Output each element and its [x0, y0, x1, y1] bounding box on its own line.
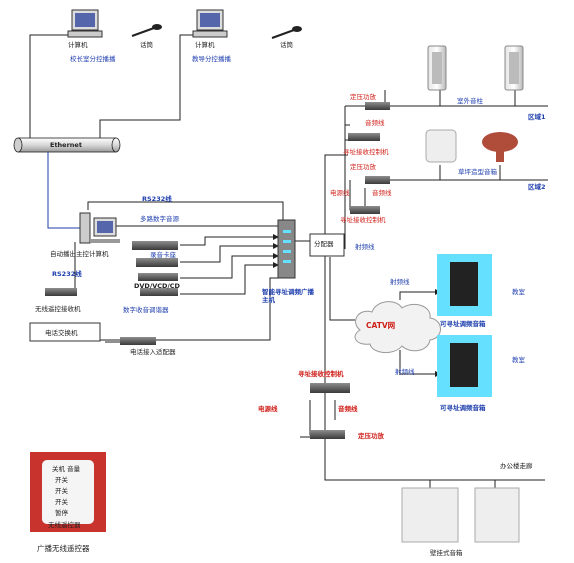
- remote-caption: 广播无线遥控器: [37, 544, 90, 553]
- catv-cloud: [354, 301, 441, 353]
- pc-icon-1: [67, 9, 103, 38]
- ethernet-pipe: [13, 137, 121, 153]
- rf-line3-label: 射频线: [395, 368, 415, 376]
- audio-line2-label: 音频线: [372, 189, 392, 197]
- lan-wires: [29, 34, 203, 150]
- amplifiers-and-controllers: [310, 102, 390, 439]
- outdoor-speaker-label: 室外音柱: [457, 97, 483, 105]
- lawn-speaker-label: 草坪造型音箱: [458, 168, 497, 176]
- remote-button-2: 开关: [55, 476, 68, 484]
- pc-icon-2: [192, 9, 228, 38]
- pc1-label: 计算机: [68, 41, 88, 49]
- remote-button-5: 暂停: [55, 509, 68, 517]
- wall-speaker-label: 壁挂式音箱: [430, 549, 463, 557]
- rs232-top-label: RS232线: [142, 195, 172, 203]
- zone-wires-lower: [300, 400, 496, 492]
- pc2-label: 计算机: [195, 41, 215, 49]
- multi-audio-label: 多路数字音源: [140, 215, 179, 223]
- phone-switch-box: [29, 322, 101, 342]
- receiver-caption: 无线遥控接收机: [35, 305, 81, 313]
- outdoor-column-speakers: [427, 45, 524, 91]
- classroom1-label: 教室: [512, 288, 525, 296]
- classroom2-label: 教室: [512, 356, 525, 364]
- wall-speakers: [401, 487, 520, 543]
- source-label-1: 录音卡座: [150, 251, 176, 259]
- splitter-label: 分配器: [314, 240, 334, 248]
- mic-icon-2: [271, 26, 302, 39]
- catv-wires: [329, 257, 441, 377]
- audio-source-devices: [45, 241, 178, 345]
- host-caption: 智能寻址调频广播主机: [262, 288, 314, 304]
- amp1-label: 定压功放: [350, 93, 376, 101]
- remote-bottom-label: 无线遥控器: [48, 521, 81, 529]
- source-label-2: DVD/VCD/CD: [134, 282, 180, 290]
- catv-label: CATV网: [366, 321, 396, 330]
- rs232-bottom-label: RS232线: [52, 270, 82, 278]
- source-label-3: 数字收音调谐器: [123, 306, 169, 314]
- power-line3-label: 电源线: [258, 405, 278, 413]
- amp2-label: 定压功放: [350, 163, 376, 171]
- lawn-speakers: [425, 129, 518, 163]
- office-building-label: 办公楼走廊: [500, 462, 533, 470]
- host-input-wires: [68, 201, 284, 343]
- audio-line3-label: 音频线: [338, 405, 358, 413]
- main-pc-icon: [79, 212, 120, 244]
- zone1-label: 区域1: [528, 113, 546, 121]
- lan-drop-wire: [47, 152, 80, 229]
- ethernet-label: Ethernet: [50, 141, 82, 149]
- pc1-caption: 校长室分控播播: [70, 55, 116, 63]
- splitter-box: [309, 233, 345, 257]
- addr-speaker2-label: 可寻址调频音箱: [440, 404, 486, 412]
- mic2-label: 话筒: [280, 41, 293, 49]
- power-line-label: 电源线: [330, 189, 350, 197]
- addr-speaker1-label: 可寻址调频音箱: [440, 320, 486, 328]
- ctrl3-label: 寻址接收控制机: [298, 370, 344, 378]
- ctrl2-label: 寻址接收控制机: [340, 216, 386, 224]
- rf-line2-label: 射频线: [390, 278, 410, 286]
- classroom-speakers: [437, 254, 492, 397]
- rf-line1-label: 射频线: [355, 243, 375, 251]
- remote-button-4: 开关: [55, 498, 68, 506]
- zone2-label: 区域2: [528, 183, 546, 191]
- amp3-label: 定压功放: [358, 432, 384, 440]
- mic1-label: 话筒: [140, 41, 153, 49]
- remote-button-3: 开关: [55, 487, 68, 495]
- ctrl1-label: 寻址接收控制机: [343, 148, 389, 156]
- audio-line1-label: 音频线: [365, 119, 385, 127]
- remote-card: [30, 452, 106, 532]
- mic-icon-1: [131, 24, 162, 37]
- host-tower: [277, 219, 296, 279]
- phone-adapter-label: 电话接入适配器: [130, 348, 176, 356]
- phone-switch-label: 电话交换机: [45, 329, 78, 337]
- remote-button-1: 关机 音量: [52, 465, 81, 473]
- pc2-caption: 教导分控播播: [192, 55, 231, 63]
- host-output-wires: [295, 124, 545, 481]
- main-pc-caption: 自动播出主控计算机: [50, 250, 109, 258]
